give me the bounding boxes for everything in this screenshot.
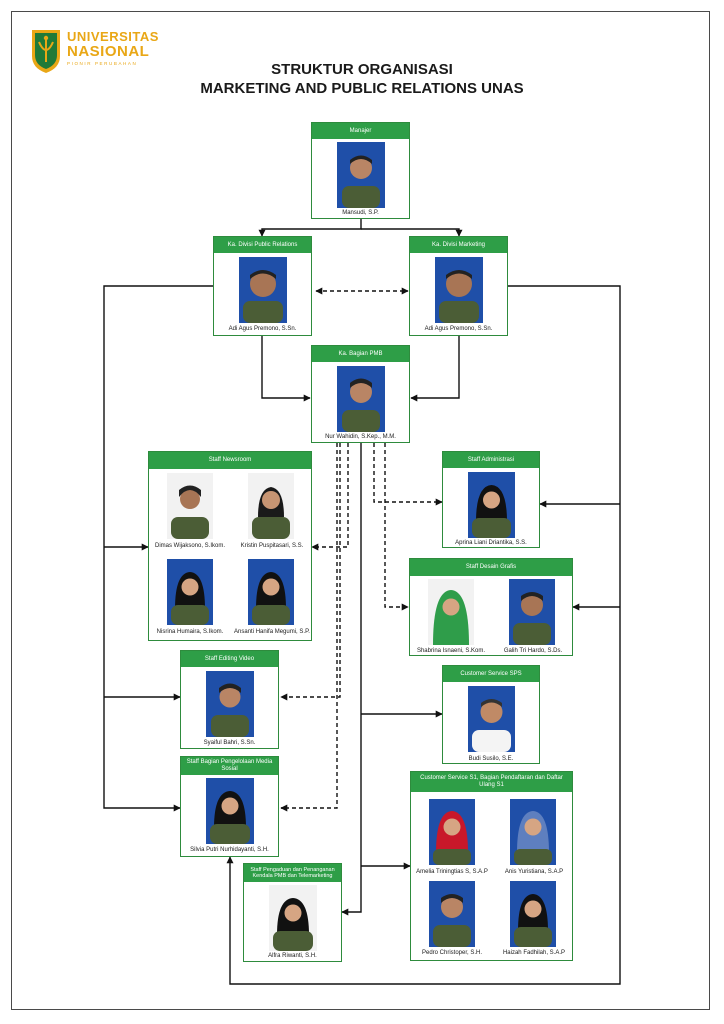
box-header: Staff Administrasi <box>443 452 539 468</box>
person-photo <box>167 559 213 625</box>
person-photo <box>510 799 556 865</box>
box-staff-newsroom: Staff Newsroom Dimas Wijaksono, S.Ikom. … <box>148 451 312 641</box>
logo-line2: NASIONAL <box>67 43 150 60</box>
box-staff-editing-video: Staff Editing Video Syaiful Bahri, S.Sn. <box>180 650 279 749</box>
person-name: Mansudi, S.P. <box>342 210 379 216</box>
shield-emblem-icon <box>32 30 60 73</box>
person-photo <box>468 472 515 538</box>
person-photo <box>509 579 555 645</box>
person-name: Budi Susilo, S.E. <box>468 756 514 762</box>
box-staff-administrasi: Staff Administrasi Aprina Liani Driantik… <box>442 451 540 548</box>
person-name: Amelia Triningtias S, S.A.P <box>416 869 488 875</box>
box-customer-service-s1: Customer Service S1, Bagian Pendaftaran … <box>410 771 573 961</box>
person-photo <box>167 473 213 539</box>
person-photo <box>206 778 254 844</box>
person-photo <box>248 473 294 539</box>
logo-line1: UNIVERSITAS <box>67 29 159 44</box>
person-name: Shabrina Isnaeni, S.Kom. <box>416 648 486 654</box>
box-customer-service-sps: Customer Service SPS Budi Susilo, S.E. <box>442 665 540 764</box>
person-name: Dimas Wijaksono, S.Ikom. <box>154 543 226 549</box>
page-frame <box>11 11 710 1010</box>
person-photo <box>429 799 475 865</box>
box-staff-desain-grafis: Staff Desain Grafis Shabrina Isnaeni, S.… <box>409 558 573 656</box>
university-logo: UNIVERSITAS NASIONAL PIONIR PERUBAHAN <box>30 28 158 78</box>
person-photo <box>428 579 474 645</box>
person-photo <box>429 881 475 947</box>
person-photo <box>337 366 385 432</box>
box-ka-bagian-pmb: Ka. Bagian PMB Nur Wahidin, S.Kep., M.M. <box>311 345 410 443</box>
box-header: Staff Pengaduan dan Penanganan Kendala P… <box>244 864 341 882</box>
title-line2: MARKETING AND PUBLIC RELATIONS UNAS <box>200 80 524 97</box>
person-photo <box>435 257 483 323</box>
person-photo <box>206 671 254 737</box>
box-header: Customer Service SPS <box>443 666 539 682</box>
box-header: Ka. Divisi Public Relations <box>214 237 311 253</box>
box-header: Staff Newsroom <box>149 452 311 469</box>
person-name: Aprina Liani Driantika, S.S. <box>455 540 527 546</box>
box-manajer: Manajer Mansudi, S.P. <box>311 122 410 219</box>
person-photo <box>239 257 287 323</box>
person-name: Adi Agus Premono, S.Sn. <box>424 326 493 332</box>
box-staff-pengaduan: Staff Pengaduan dan Penanganan Kendala P… <box>243 863 342 962</box>
box-ka-divisi-marketing: Ka. Divisi Marketing Adi Agus Premono, S… <box>409 236 508 336</box>
box-header: Ka. Divisi Marketing <box>410 237 507 253</box>
person-name: Nur Wahidin, S.Kep., M.M. <box>325 434 396 440</box>
person-name: Syaiful Bahri, S.Sn. <box>203 740 256 746</box>
box-header: Staff Desain Grafis <box>410 559 572 576</box>
box-header: Customer Service S1, Bagian Pendaftaran … <box>411 772 572 792</box>
person-name: Ansanti Hanifa Megumi, S.P. <box>234 629 310 635</box>
title-line1: STRUKTUR ORGANISASI <box>271 61 453 78</box>
person-name: Nisrina Humaira, S.Ikom. <box>156 629 224 635</box>
person-photo <box>510 881 556 947</box>
person-photo <box>468 686 515 752</box>
person-photo <box>337 142 385 208</box>
person-name: Alfra Riwanti, S.H. <box>268 953 317 959</box>
person-name: Haizah Fadhilah, S.A.P <box>502 950 566 956</box>
person-name: Galih Tri Hardo, S.Ds. <box>503 648 563 654</box>
box-header: Manajer <box>312 123 409 139</box>
person-photo <box>269 885 317 951</box>
person-name: Silvia Putri Nurhidayanti, S.H. <box>190 847 269 853</box>
person-name: Kristin Puspitasari, S.S. <box>240 543 304 549</box>
person-photo <box>248 559 294 625</box>
person-name: Anis Yuristiana, S.A.P <box>504 869 564 875</box>
box-header: Staff Bagian Pengelolaan Media Sosial <box>181 757 278 775</box>
box-header: Ka. Bagian PMB <box>312 346 409 362</box>
logo-tagline: PIONIR PERUBAHAN <box>67 61 138 66</box>
person-name: Adi Agus Premono, S.Sn. <box>228 326 297 332</box>
box-staff-media-sosial: Staff Bagian Pengelolaan Media Sosial Si… <box>180 756 279 857</box>
person-name: Pedro Christoper, S.H. <box>421 950 483 956</box>
box-ka-divisi-pr: Ka. Divisi Public Relations Adi Agus Pre… <box>213 236 312 336</box>
box-header: Staff Editing Video <box>181 651 278 667</box>
